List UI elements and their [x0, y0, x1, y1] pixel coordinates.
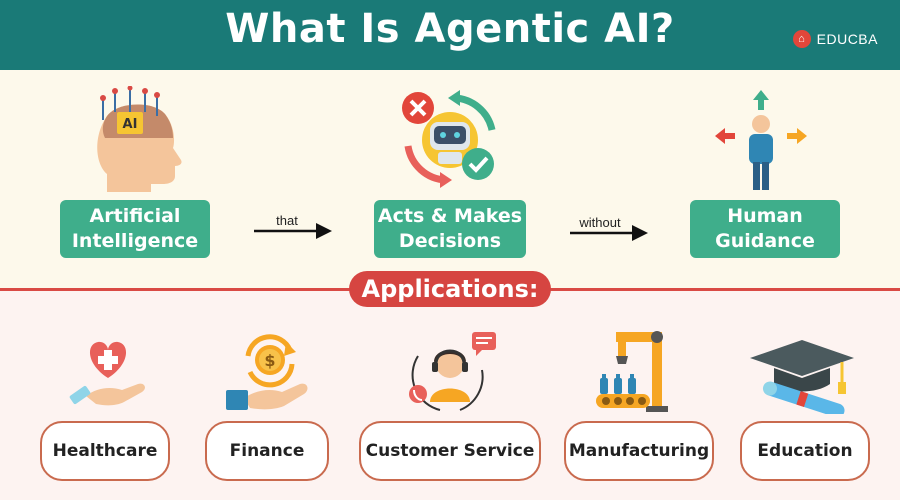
concept-box-artificial-intelligence: Artificial Intelligence: [60, 200, 210, 258]
concept-label-line1: Acts & Makes: [377, 205, 523, 227]
concept-label-line2: Intelligence: [71, 230, 199, 252]
robot-arm-icon: [596, 331, 668, 412]
connector-label-that: that: [276, 213, 298, 228]
app-box-customer-service: Customer Service: [359, 421, 541, 481]
concept-label-line1: Artificial: [89, 205, 181, 227]
concept-box-human-guidance: Human Guidance: [690, 200, 840, 258]
app-box-education: Education: [740, 421, 870, 481]
app-label: Healthcare: [52, 441, 158, 461]
concept-label-line2: Decisions: [398, 230, 502, 252]
coin-hand-icon: $: [226, 334, 308, 410]
heart-hand-icon: [69, 341, 145, 406]
applications-heading: Applications:: [349, 271, 551, 307]
app-label: Manufacturing: [568, 441, 710, 461]
page-title: What Is Agentic AI?: [225, 6, 675, 52]
headset-agent-icon: [409, 332, 496, 411]
app-box-healthcare: Healthcare: [40, 421, 170, 481]
person-directions-icon: [715, 90, 807, 190]
concept-label-line2: Guidance: [715, 230, 815, 252]
ai-head-icon: AI: [97, 86, 182, 192]
arrow-right-icon: [570, 225, 648, 241]
brand-mark-icon: ⌂: [792, 30, 811, 48]
graduation-cap-icon: [750, 340, 854, 414]
svg-text:AI: AI: [123, 117, 138, 132]
concept-box-acts-makes-decisions: Acts & Makes Decisions: [374, 200, 526, 258]
concept-label-line1: Human: [727, 205, 803, 227]
app-box-manufacturing: Manufacturing: [564, 421, 714, 481]
connector-label-without: without: [579, 215, 621, 230]
app-label: Education: [757, 441, 853, 461]
app-label: Finance: [229, 441, 305, 461]
brand-name: EDUCBA: [816, 31, 878, 47]
brand-logo: ⌂ EDUCBA: [792, 30, 878, 48]
header-bar: What Is Agentic AI? ⌂ EDUCBA: [0, 0, 900, 70]
arrow-right-icon: [254, 223, 332, 239]
svg-text:$: $: [264, 351, 275, 370]
app-label: Customer Service: [365, 441, 535, 461]
app-box-finance: Finance: [205, 421, 329, 481]
robot-decision-icon: [402, 90, 496, 188]
